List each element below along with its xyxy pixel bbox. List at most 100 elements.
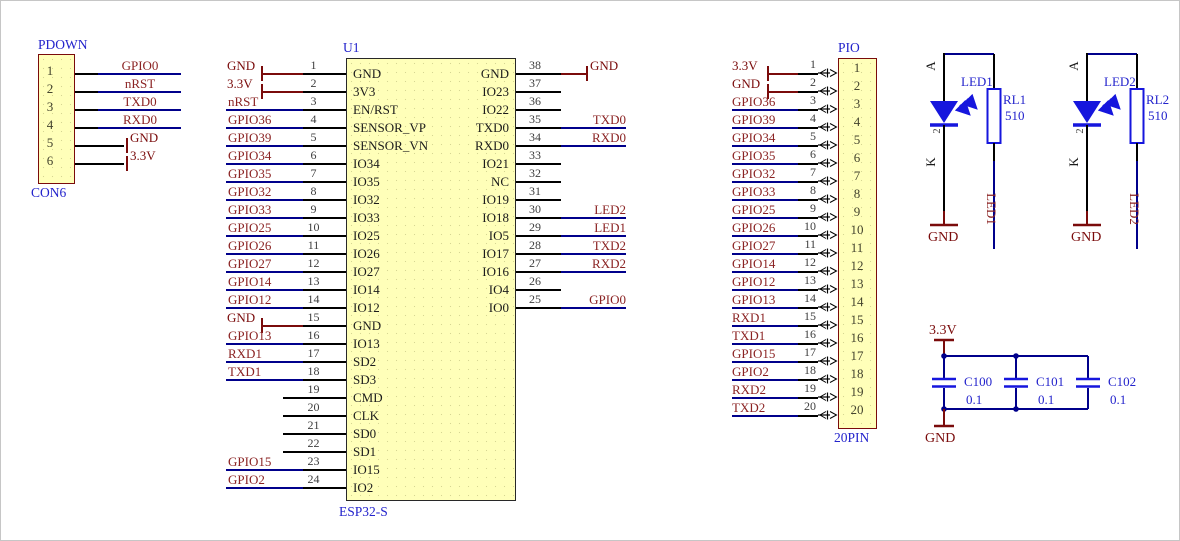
net-wire: [732, 145, 798, 147]
connector-pin-number: 9: [853, 204, 861, 219]
net-wire: [732, 199, 798, 201]
pin-number: 7: [810, 165, 816, 179]
net-label: GPIO13: [228, 328, 272, 343]
pin-row: GPIO39 5: [226, 130, 346, 148]
net-label: GPIO13: [732, 292, 776, 307]
pin-number: 5: [310, 130, 317, 144]
pin-number: 16: [307, 328, 320, 342]
net-label: TXD0: [592, 112, 626, 127]
net-label: TXD0: [123, 94, 157, 109]
bidirectional-io-icon: [818, 302, 838, 312]
pin-number: 4: [810, 111, 816, 125]
pin-wire: [516, 307, 561, 309]
pin-number: 12: [307, 256, 320, 270]
net-wire: [732, 361, 798, 363]
pin-number: 33: [529, 148, 541, 162]
pin-name: RXD0: [475, 138, 509, 153]
pin-wire: [303, 253, 346, 255]
connector-pin-number: 13: [850, 276, 864, 291]
net-wire: [226, 199, 303, 201]
bidirectional-io-icon: [818, 284, 838, 294]
power-wire: [769, 91, 798, 93]
net-wire: [226, 469, 303, 471]
pin-wire: [516, 163, 561, 165]
pin-name-row: IO26: [353, 238, 473, 261]
pin-wire: [798, 325, 818, 327]
pin-row: GPIO35 6 6: [726, 147, 877, 168]
pin-wire: [798, 109, 818, 111]
pin-row: GPIO2 24: [226, 472, 346, 490]
connector-pin-number: 4: [853, 114, 861, 129]
pin-number: 10: [804, 219, 816, 233]
net-wire: [561, 235, 626, 237]
pin-row: 37: [516, 76, 646, 94]
pin-name-row: IO13: [353, 328, 473, 351]
net-label: GPIO32: [732, 166, 776, 181]
pin-name: SD3: [353, 372, 377, 387]
gnd-label: GND: [1071, 230, 1101, 245]
pin-number: 15: [307, 310, 320, 324]
pin-wire: [303, 199, 346, 201]
net-wire: [732, 325, 798, 327]
net-wire: [732, 217, 798, 219]
pin-name: IO35: [353, 174, 380, 189]
pin-name-row: SD2: [353, 346, 473, 369]
pin-number: 6: [810, 147, 816, 161]
pin-number: 9: [310, 202, 317, 216]
pin-row: RXD0 34: [516, 130, 646, 148]
pin-name: SD1: [353, 444, 377, 459]
connector-pin-number: 3: [853, 96, 861, 111]
pin-name-row: IO21: [383, 148, 509, 171]
pdown-footer: CON6: [31, 185, 67, 200]
pin-number: 37: [529, 76, 541, 90]
bidirectional-io-icon: [818, 338, 838, 348]
esp32-component: U1 GND 1 3.3V 2 nRST: [226, 40, 646, 523]
pin-row: GPIO25 10: [226, 220, 346, 238]
pin-wire: [303, 271, 346, 273]
capacitor-bank: 3.3V C100 0.1 C101 0.1 C102 0.1: [921, 316, 1151, 451]
net-wire: [732, 307, 798, 309]
cap-value: 0.1: [966, 392, 982, 407]
pin-name: IO5: [488, 228, 509, 243]
pin-name: IO18: [482, 210, 509, 225]
pin-name-row: IO17: [383, 238, 509, 261]
pin-row: TXD1 16 16: [726, 328, 877, 348]
pin-number: 11: [804, 237, 816, 251]
light-arrow-icon: [961, 93, 978, 110]
resistor-designator: RL2: [1146, 92, 1169, 107]
net-wire: [732, 181, 798, 183]
pin-row: 36: [516, 94, 646, 112]
pin-number: 26: [529, 274, 541, 288]
pin-number: 35: [529, 112, 541, 126]
bidirectional-io-icon: [818, 212, 838, 222]
pin-name-row: IO4: [383, 274, 509, 297]
pin-name-row: SENSOR_VP: [353, 112, 473, 135]
light-arrow-icon: [1104, 93, 1121, 110]
pin-row: TXD2 20 20: [726, 399, 877, 420]
pin-row: GPIO26 11: [226, 238, 346, 256]
pin-name: EN/RST: [353, 102, 398, 117]
pdown-pin-rows: 1 GPIO0 2 nRST 3 TXD0 4 RXD0: [38, 58, 188, 171]
pin-wire: [283, 451, 346, 453]
pin-name: IO25: [353, 228, 380, 243]
net-wire: [561, 271, 626, 273]
pin-row: nRST 3: [226, 94, 346, 112]
pin-wire: [516, 91, 561, 93]
gnd-label: GND: [928, 230, 958, 245]
pin-row: GPIO32 7 7: [726, 165, 877, 186]
pin-number: 7: [310, 166, 317, 180]
pdown-title: PDOWN: [38, 37, 88, 52]
pin-number: 9: [810, 201, 816, 215]
net-wire: [226, 307, 303, 309]
pin-number: 20: [804, 399, 816, 413]
pin-number: 8: [810, 183, 816, 197]
pin-wire: [516, 199, 561, 201]
power-wire: [263, 325, 303, 327]
pin-row: GPIO2 18 18: [726, 364, 877, 384]
esp32-part-number: ESP32-S: [339, 504, 388, 519]
bidirectional-io-icon: [818, 410, 838, 420]
pin-row: GPIO33 9: [226, 202, 346, 220]
net-label: GPIO25: [732, 202, 776, 217]
pin-name: IO13: [353, 336, 380, 351]
